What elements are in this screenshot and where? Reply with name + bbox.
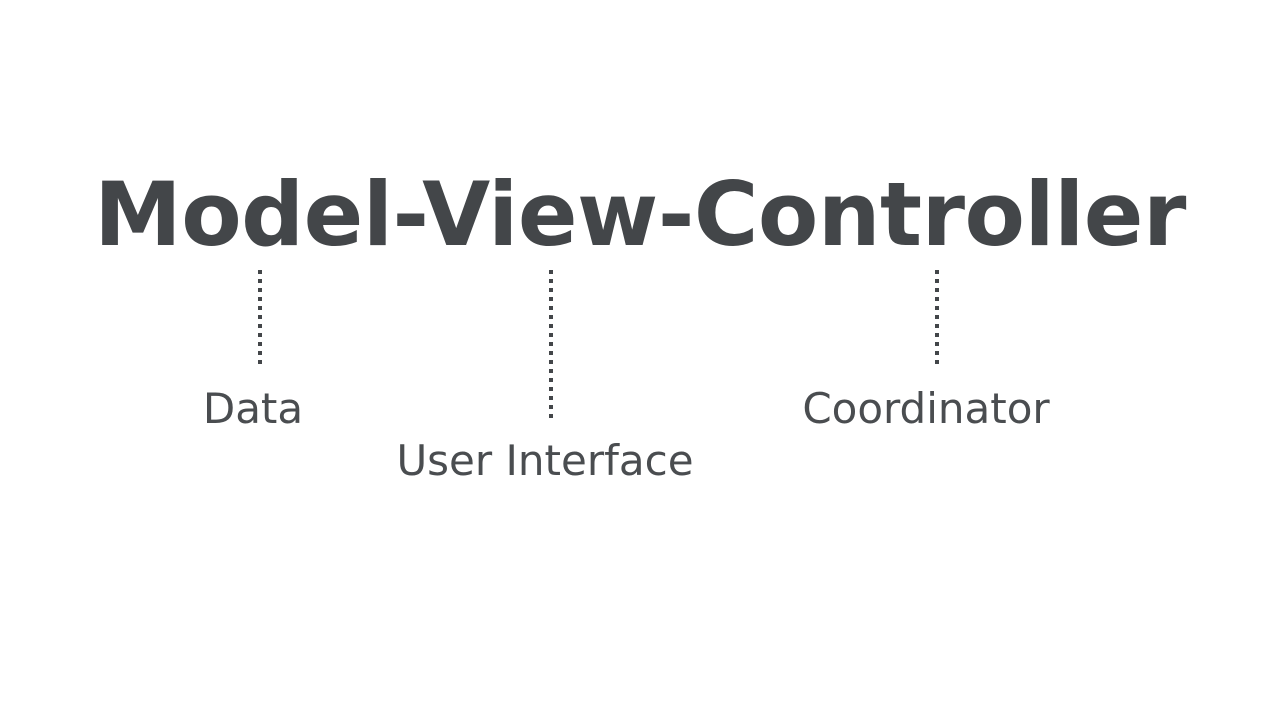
connector-line-model — [258, 270, 262, 368]
label-view-user-interface: User Interface — [396, 436, 694, 485]
page-title: Model-View-Controller — [94, 163, 1186, 266]
label-model-data: Data — [202, 384, 304, 433]
connector-line-controller — [935, 270, 939, 368]
label-controller-coordinator: Coordinator — [802, 384, 1050, 433]
connector-line-view — [549, 270, 553, 420]
